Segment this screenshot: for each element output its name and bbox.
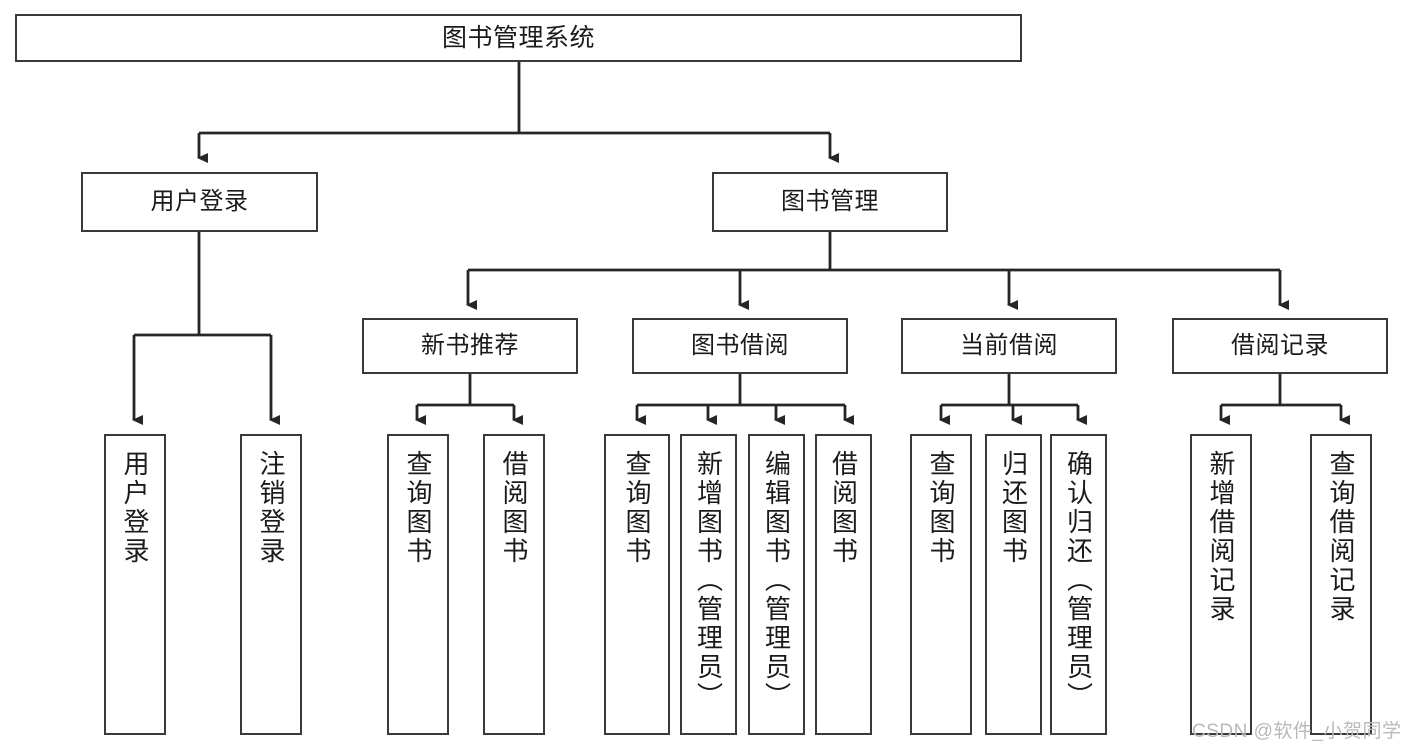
node-level3-1[interactable]: 新书推荐 <box>362 318 578 374</box>
node-label: 图书借阅 <box>691 331 789 359</box>
node-leaf-5[interactable]: 查询图书 <box>604 434 670 735</box>
node-leaf-3[interactable]: 查询图书 <box>387 434 449 735</box>
node-level2-1[interactable]: 用户登录 <box>81 172 318 232</box>
node-leaf-2[interactable]: 注销登录 <box>240 434 302 735</box>
node-label: 借阅图书 <box>499 450 529 566</box>
node-label: 用户登录 <box>150 187 249 215</box>
node-label: 图书管理 <box>781 187 879 215</box>
node-label: 注销登录 <box>256 450 286 566</box>
node-level3-2[interactable]: 图书借阅 <box>632 318 848 374</box>
node-leaf-12[interactable]: 新增借阅记录 <box>1190 434 1252 735</box>
node-leaf-11[interactable]: 确认归还（管理员） <box>1050 434 1107 735</box>
node-label: 查询图书 <box>622 450 652 566</box>
node-leaf-9[interactable]: 查询图书 <box>910 434 972 735</box>
node-leaf-13[interactable]: 查询借阅记录 <box>1310 434 1372 735</box>
node-label: 借阅图书 <box>828 450 859 566</box>
node-label: 图书管理系统 <box>441 24 595 52</box>
node-label: 查询图书 <box>403 450 433 566</box>
node-label: 编辑图书（管理员） <box>761 450 792 711</box>
node-leaf-6[interactable]: 新增图书（管理员） <box>680 434 737 735</box>
node-label: 用户登录 <box>120 450 150 566</box>
node-leaf-1[interactable]: 用户登录 <box>104 434 166 735</box>
node-level2-2[interactable]: 图书管理 <box>712 172 948 232</box>
node-label: 新书推荐 <box>421 331 519 359</box>
node-label: 确认归还（管理员） <box>1063 450 1094 711</box>
watermark-text: CSDN @软件_小贺同学 <box>1192 721 1402 742</box>
node-root-system[interactable]: 图书管理系统 <box>15 14 1022 62</box>
node-label: 借阅记录 <box>1231 331 1329 359</box>
node-label: 归还图书 <box>998 450 1029 566</box>
node-label: 新增图书（管理员） <box>693 450 724 711</box>
node-level3-4[interactable]: 借阅记录 <box>1172 318 1388 374</box>
node-label: 当前借阅 <box>960 331 1058 359</box>
node-leaf-8[interactable]: 借阅图书 <box>815 434 872 735</box>
node-label: 新增借阅记录 <box>1206 450 1236 624</box>
node-label: 查询图书 <box>926 450 956 566</box>
node-leaf-7[interactable]: 编辑图书（管理员） <box>748 434 805 735</box>
node-label: 查询借阅记录 <box>1326 450 1356 624</box>
node-leaf-10[interactable]: 归还图书 <box>985 434 1042 735</box>
node-level3-3[interactable]: 当前借阅 <box>901 318 1117 374</box>
node-leaf-4[interactable]: 借阅图书 <box>483 434 545 735</box>
